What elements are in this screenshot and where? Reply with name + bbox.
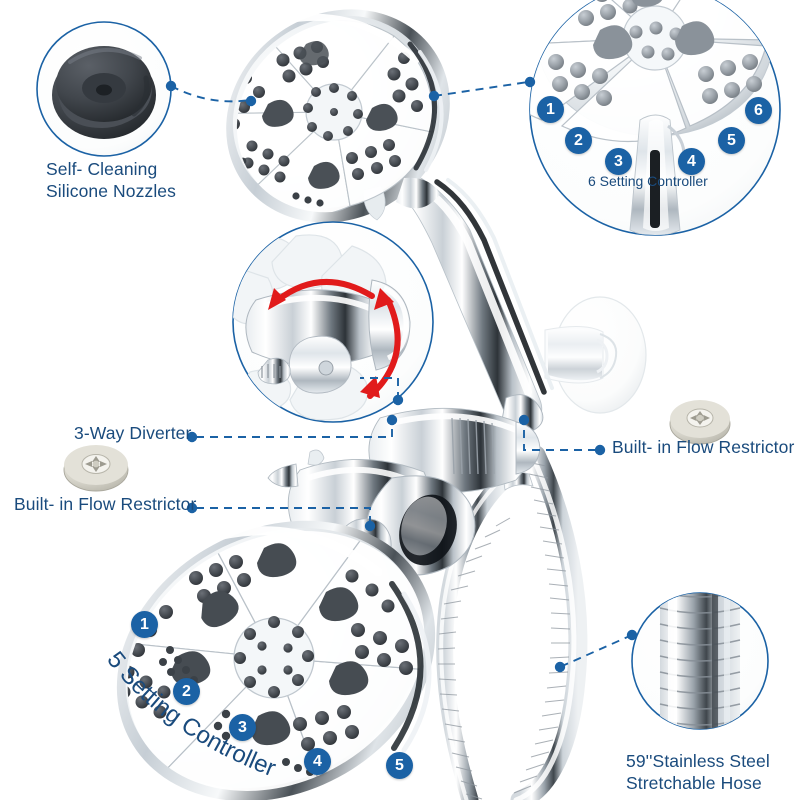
label-self-cleaning-nozzles: Self- Cleaning Silicone Nozzles [46,158,236,202]
label-self-cleaning-line1: Self- Cleaning [46,159,158,179]
label-hose-line2: Stretchable Hose [626,773,762,793]
badge-five-setting-4: 4 [304,748,331,775]
callout-circle-six-setting [529,0,781,236]
badge-six-setting-5: 5 [718,127,745,154]
badge-five-setting-1: 1 [131,611,158,638]
flow-restrictor-washer-right [669,400,731,445]
callout-circle-silicone-nozzle [36,21,172,157]
badge-six-setting-3: 3 [605,148,632,175]
badge-five-setting-5: 5 [386,752,413,779]
caption-six-setting-controller: 6 Setting Controller [588,173,708,189]
badge-five-setting-2: 2 [173,678,200,705]
caption-five-setting-controller-arc: 5 Setting Controller [101,647,279,783]
stainless-steel-hose [436,445,588,800]
label-flow-restrictor-left: Built- in Flow Restrictor [14,494,197,514]
leader-lines [170,81,633,668]
badge-six-setting-2: 2 [565,127,592,154]
badge-six-setting-4: 4 [678,148,705,175]
badge-five-setting-3: 3 [229,714,256,741]
badge-six-setting-1: 1 [537,96,564,123]
label-stretchable-hose: 59''Stainless Steel Stretchable Hose [626,750,800,794]
callout-circle-bracket-rotation [232,221,434,423]
leader-dots [165,76,638,673]
label-flow-restrictor-right: Built- in Flow Restrictor [612,437,795,457]
handheld-handle [393,171,554,434]
svg-text:5 Setting Controller: 5 Setting Controller [101,647,279,783]
label-hose-line1: 59''Stainless Steel [626,751,770,771]
handheld-shower-head [199,9,450,223]
wall-mount-arm [544,296,647,414]
flow-restrictor-washer-left [63,445,129,492]
label-self-cleaning-line2: Silicone Nozzles [46,181,176,201]
rotation-arrow-group [275,278,401,399]
badge-six-setting-6: 6 [745,97,772,124]
three-way-diverter-assembly [267,407,541,581]
label-three-way-diverter: 3-Way Diverter [74,423,192,443]
callout-circle-hose [631,592,769,730]
